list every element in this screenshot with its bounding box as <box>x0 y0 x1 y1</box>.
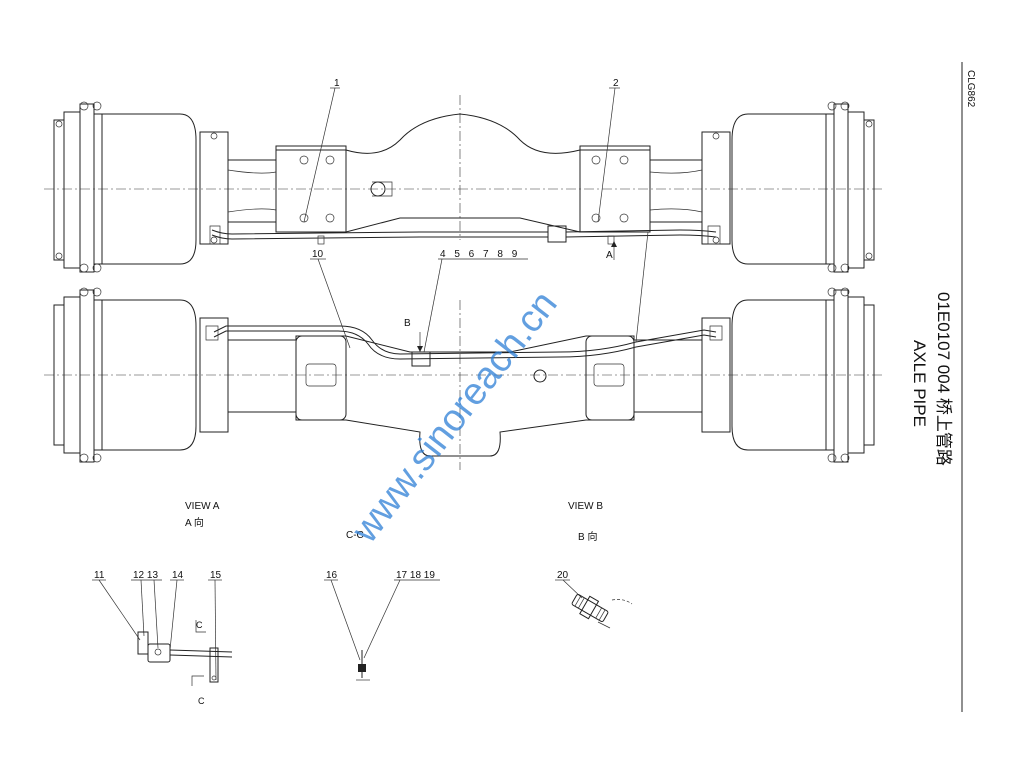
bottom-axle-view <box>44 287 884 470</box>
left-pad-bottom <box>295 335 347 421</box>
right-hub-bottom <box>701 287 875 463</box>
callout-20: 20 <box>557 570 569 581</box>
section-c-bottom: C <box>198 696 205 706</box>
detail-view-b: 20 <box>555 570 633 629</box>
valve-block <box>411 351 431 367</box>
callout-11: 11 <box>94 570 105 581</box>
callout-1: 1 <box>334 78 340 89</box>
callout-4-9: 4 5 6 7 8 9 <box>440 249 520 260</box>
axle-housing-bottom-edge <box>228 217 702 233</box>
top-pipe-right <box>565 229 717 233</box>
pipe-connector <box>547 225 567 243</box>
axle-housing-bottom-top-edge <box>228 335 702 353</box>
callout-14: 14 <box>172 570 184 581</box>
top-pipe-left <box>211 229 548 235</box>
differential-plug <box>533 369 547 383</box>
callout-2: 2 <box>613 78 619 89</box>
right-pad-bottom <box>585 335 635 421</box>
mark-b-arrow: B <box>404 318 411 329</box>
drawing-title-en: AXLE PIPE <box>910 340 929 427</box>
axle-housing-bottom-lower-edge <box>228 411 702 457</box>
right-hub-top <box>701 101 875 273</box>
left-spring-pad <box>275 145 347 233</box>
callout-10: 10 <box>312 249 324 260</box>
watermark: www.sinoreach.cn <box>343 283 565 551</box>
section-c-top: C <box>196 620 203 630</box>
axle-housing-top-edge <box>228 113 702 161</box>
view-a-label: VIEW A <box>185 501 220 512</box>
top-axle-view <box>44 95 884 273</box>
section-cc: 16 17 18 19 <box>324 570 440 681</box>
left-hub-bottom <box>53 287 229 463</box>
bottom-pipe <box>213 325 717 355</box>
drawing-title-code: 01E0107 004 桥上管路 <box>934 292 953 466</box>
callout-16: 16 <box>326 570 338 581</box>
callout-17-19: 17 18 19 <box>396 570 435 581</box>
drawing-code: CLG862 <box>965 70 976 108</box>
view-b-label: VIEW B <box>568 501 603 512</box>
callouts: 1 2 10 4 5 6 7 8 9 A B <box>303 78 649 353</box>
callout-15: 15 <box>210 570 222 581</box>
section-cc-label: C-C <box>346 530 364 541</box>
view-a-label-cn: A 向 <box>185 516 204 529</box>
callout-12-13: 12 13 <box>133 570 158 581</box>
detail-view-a: 11 12 13 14 15 C C <box>92 570 233 706</box>
view-b-label-cn: B 向 <box>578 530 597 543</box>
left-hub-top <box>53 101 229 273</box>
right-spring-pad <box>579 145 651 233</box>
mark-a-arrow: A <box>606 250 613 261</box>
